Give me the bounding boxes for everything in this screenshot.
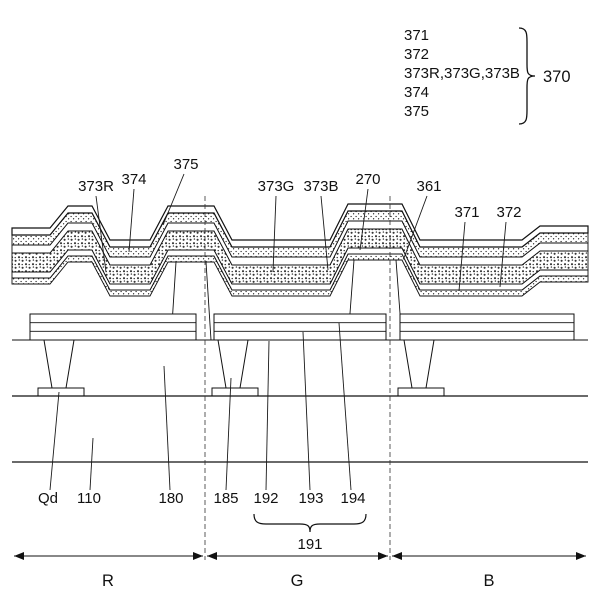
label-110: 110 xyxy=(77,490,101,507)
label-373G: 373G xyxy=(258,178,295,195)
contact-via-r xyxy=(37,339,85,397)
brace-191 xyxy=(253,513,367,533)
label-194: 194 xyxy=(340,490,365,507)
label-372: 372 xyxy=(496,204,521,221)
leader-270 xyxy=(359,188,369,251)
via-trapezoid-b xyxy=(403,339,435,389)
leader-361 xyxy=(403,195,428,259)
label-qd: Qd xyxy=(38,490,58,507)
leader-371 xyxy=(458,221,466,292)
label-region-g: G xyxy=(291,572,304,590)
label-region-r: R xyxy=(102,572,114,590)
legend: 371 372 373R,373G,373B 374 375 370 xyxy=(404,27,571,125)
legend-row-373: 373R,373G,373B xyxy=(404,65,520,82)
legend-row-372: 372 xyxy=(404,46,429,63)
electrode-r-body xyxy=(29,313,197,341)
leader-180 xyxy=(163,365,171,491)
leader-373R xyxy=(95,195,107,273)
label-185: 185 xyxy=(213,490,238,507)
leader-192 xyxy=(265,340,270,491)
label-371: 371 xyxy=(454,204,479,221)
pixel-electrode-b xyxy=(399,313,575,341)
label-180: 180 xyxy=(158,490,183,507)
label-191: 191 xyxy=(297,536,322,553)
label-192: 192 xyxy=(253,490,278,507)
via-trapezoid-g xyxy=(217,339,249,389)
electrode-g-body xyxy=(213,313,387,341)
label-193: 193 xyxy=(298,490,323,507)
legend-row-374: 374 xyxy=(404,84,429,101)
layer-375-capping-band xyxy=(11,203,589,248)
contact-via-b xyxy=(397,339,445,397)
contact-via-g xyxy=(211,339,259,397)
leader-194 xyxy=(338,322,352,491)
label-region-b: B xyxy=(483,572,494,590)
leader-110 xyxy=(89,437,94,491)
drain-pad-r xyxy=(37,387,85,397)
drain-pad-b xyxy=(397,387,445,397)
label-270: 270 xyxy=(355,171,380,188)
brace-370 xyxy=(518,27,536,125)
label-373R: 373R xyxy=(78,178,114,195)
pixel-electrode-g xyxy=(213,313,387,341)
pixel-electrode-r xyxy=(29,313,197,341)
leader-193 xyxy=(302,331,311,491)
leader-373G xyxy=(272,195,277,273)
leader-375 xyxy=(162,173,185,226)
via-trapezoid-r xyxy=(43,339,75,389)
leader-qd xyxy=(49,391,60,491)
drain-pad-g xyxy=(211,387,259,397)
label-374: 374 xyxy=(121,171,146,188)
leader-373B xyxy=(320,195,329,271)
leader-185 xyxy=(225,377,232,491)
leader-372 xyxy=(499,221,507,288)
leader-374 xyxy=(128,188,135,253)
label-375: 375 xyxy=(173,156,198,173)
legend-row-375: 375 xyxy=(404,103,429,120)
label-370: 370 xyxy=(543,68,571,86)
legend-row-371: 371 xyxy=(404,27,429,44)
electrode-b-body xyxy=(399,313,575,341)
label-373B: 373B xyxy=(303,178,338,195)
label-361: 361 xyxy=(416,178,441,195)
